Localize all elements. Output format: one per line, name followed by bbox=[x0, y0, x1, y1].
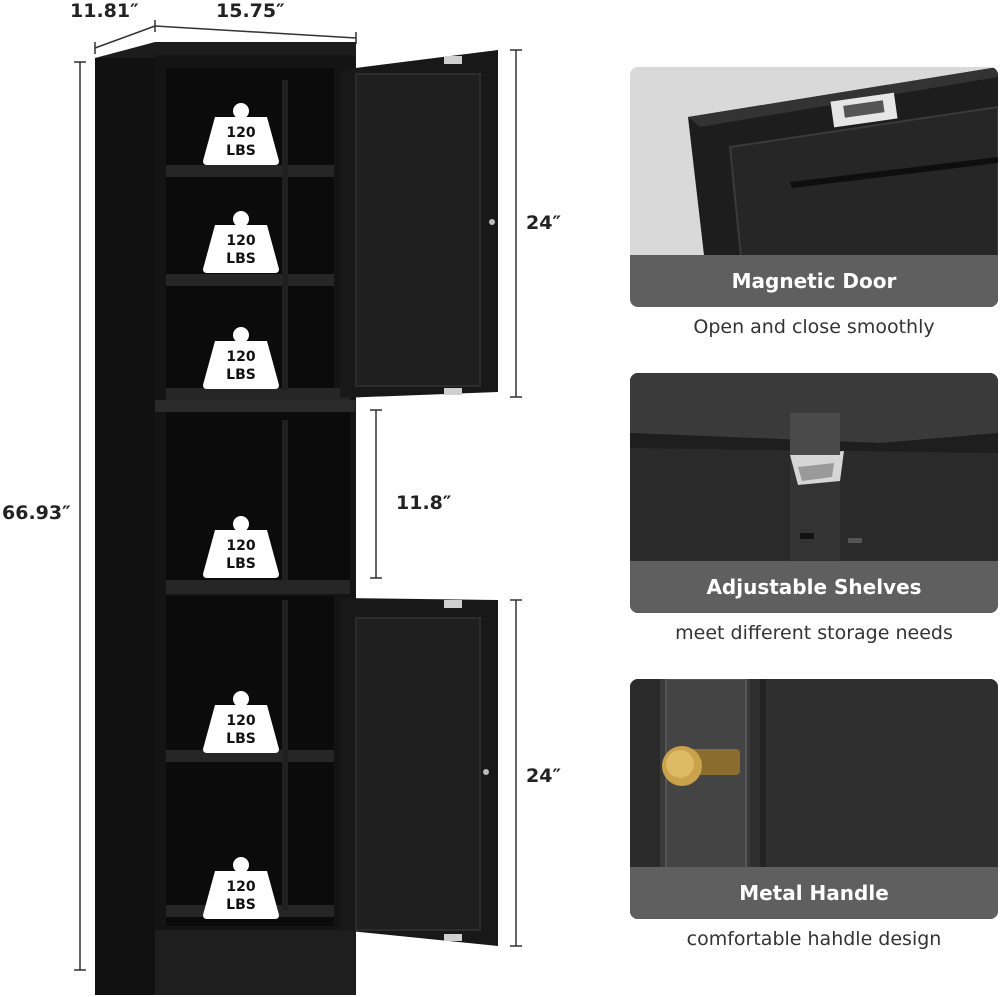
height-label: 66.93″ bbox=[2, 502, 71, 524]
feature-caption: Open and close smoothly bbox=[693, 316, 935, 338]
lower-door bbox=[340, 598, 498, 946]
upper-door bbox=[340, 50, 498, 398]
weight-badge-unit: LBS bbox=[226, 143, 256, 159]
cabinet-illustration: 120 LBS 120 LBS 120 LBS 120 LBS 120 LBS … bbox=[74, 20, 522, 995]
weight-badge-value: 120 bbox=[226, 349, 255, 365]
lower-door-knob bbox=[483, 769, 489, 775]
weight-badge-value: 120 bbox=[226, 879, 255, 895]
feature-panel-adjustable-shelves: Adjustable Shelves bbox=[630, 373, 998, 613]
upper-door-height-label: 24″ bbox=[526, 212, 561, 234]
middle-gap-label: 11.8″ bbox=[396, 492, 452, 514]
lower-door-height-label: 24″ bbox=[526, 765, 561, 787]
cabinet-body bbox=[95, 42, 356, 995]
weight-badge: 120 LBS bbox=[203, 327, 279, 389]
feature-title: Metal Handle bbox=[739, 881, 889, 905]
feature-title: Magnetic Door bbox=[731, 269, 897, 293]
feature-title-band: Metal Handle bbox=[630, 867, 998, 919]
weight-badge: 120 LBS bbox=[203, 211, 279, 273]
weight-badge-value: 120 bbox=[226, 125, 255, 141]
weight-badge-unit: LBS bbox=[226, 251, 256, 267]
weight-badge: 120 LBS bbox=[203, 103, 279, 165]
feature-panel-magnetic-door: Magnetic Door bbox=[630, 67, 998, 307]
upper-door-knob bbox=[489, 219, 495, 225]
weight-badge: 120 LBS bbox=[203, 857, 279, 919]
weight-badge-value: 120 bbox=[226, 233, 255, 249]
dimension-lines bbox=[74, 20, 522, 971]
width-label: 15.75″ bbox=[216, 0, 285, 22]
weight-badge-unit: LBS bbox=[226, 897, 256, 913]
weight-badge: 120 LBS bbox=[203, 516, 279, 578]
weight-badge-unit: LBS bbox=[226, 556, 256, 572]
feature-panel-metal-handle: Metal Handle bbox=[630, 679, 998, 919]
weight-badge-unit: LBS bbox=[226, 731, 256, 747]
weight-badge-unit: LBS bbox=[226, 367, 256, 383]
feature-title-band: Adjustable Shelves bbox=[630, 561, 998, 613]
weight-badge-value: 120 bbox=[226, 713, 255, 729]
weight-badge: 120 LBS bbox=[203, 691, 279, 753]
feature-title: Adjustable Shelves bbox=[706, 575, 922, 599]
weight-badge-value: 120 bbox=[226, 538, 255, 554]
depth-label: 11.81″ bbox=[70, 0, 139, 22]
feature-caption: comfortable hahdle design bbox=[686, 928, 942, 950]
feature-caption: meet different storage needs bbox=[675, 622, 953, 644]
feature-title-band: Magnetic Door bbox=[630, 255, 998, 307]
